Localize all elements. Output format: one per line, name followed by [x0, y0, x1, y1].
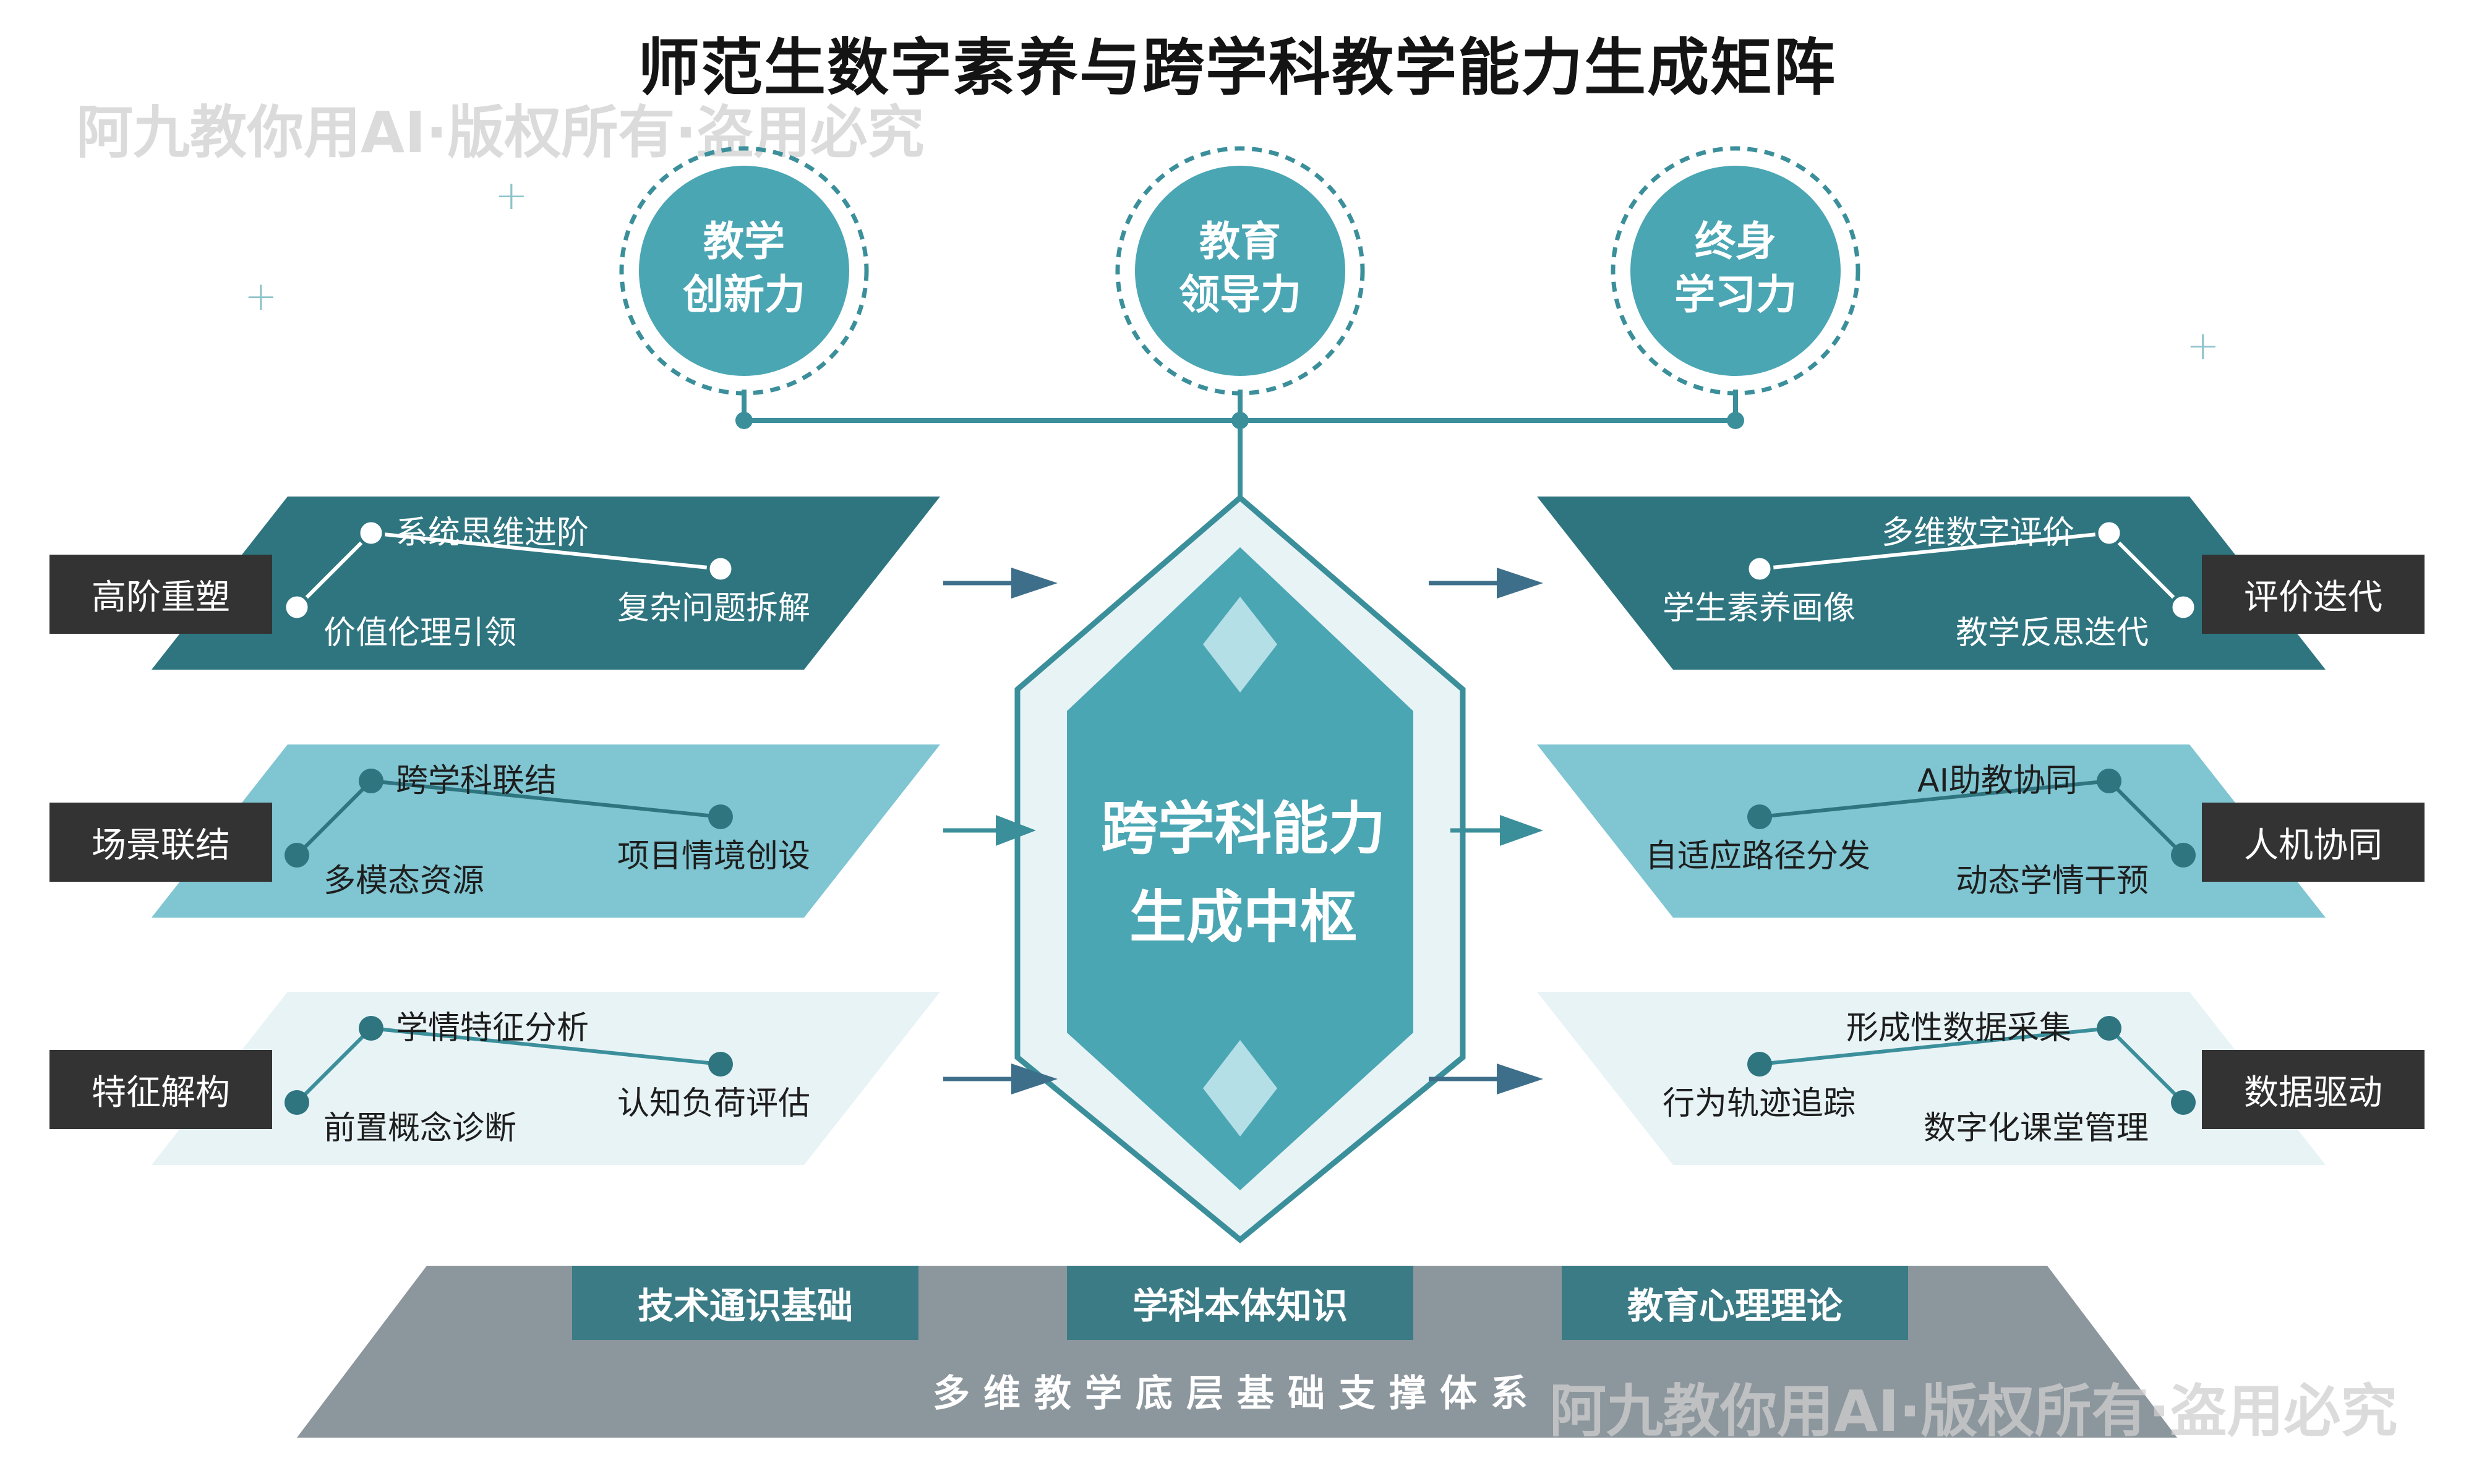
arrow-icon	[943, 1064, 1058, 1094]
right-row-3-network	[1747, 1016, 2196, 1115]
node-label: 动态学情干预	[1956, 863, 2149, 900]
right-row-2-network	[1747, 769, 2196, 868]
circle-educational-leadership	[1115, 146, 1365, 396]
center-hexagon-inner	[1067, 547, 1413, 1190]
arrow-icon	[1450, 815, 1543, 846]
foundation-box-tech: 技术通识基础	[572, 1266, 918, 1340]
node-label: 前置概念诊断	[323, 1110, 517, 1147]
diamond-icon	[1203, 1040, 1277, 1136]
arrow-icon	[943, 815, 1036, 846]
circle-line2: 学习力	[1674, 270, 1797, 318]
circle-line2: 创新力	[683, 270, 805, 318]
plus-decoration-icon: +	[495, 173, 528, 219]
arrow-icon	[943, 568, 1058, 599]
plus-decoration-icon: +	[244, 274, 278, 320]
node-label: 多模态资源	[323, 863, 485, 900]
circle-line2: 领导力	[1179, 270, 1301, 318]
circle-teaching-innovation	[619, 146, 869, 396]
node-label: 自适应路径分发	[1645, 838, 1871, 875]
node-label: 教学反思迭代	[1956, 615, 2149, 652]
circle-label-educational-leadership: 教育 领导力	[1129, 215, 1351, 322]
watermark-top: 阿九教你用AI·版权所有·盗用必究	[76, 100, 925, 166]
right-band-2	[1537, 744, 2326, 918]
node-label: 形成性数据采集	[1846, 1010, 2072, 1047]
diamond-icon	[1203, 597, 1277, 693]
node-label: 认知负荷评估	[617, 1085, 811, 1122]
plus-decoration-icon: +	[2186, 323, 2220, 369]
watermark-bottom: 阿九教你用AI·版权所有·盗用必究	[1549, 1378, 2398, 1444]
page-title: 师范生数字素养与跨学科教学能力生成矩阵	[638, 32, 1836, 104]
circle-line1: 终身	[1695, 218, 1776, 265]
center-line1: 跨学科能力	[1100, 796, 1385, 862]
circle-lifelong-learning	[1611, 146, 1860, 396]
left-row-2-network	[285, 769, 733, 868]
node-label: 学情特征分析	[396, 1010, 589, 1047]
node-label: 系统思维进阶	[396, 514, 589, 552]
node-label: 价值伦理引领	[323, 615, 517, 652]
circle-line1: 教育	[1199, 218, 1281, 265]
right-band-1	[1537, 497, 2326, 670]
arrow-icon	[1429, 1064, 1543, 1094]
left-row-3-network	[285, 1016, 733, 1115]
center-hub-label: 跨学科能力 生成中枢	[1051, 785, 1435, 962]
node-label: AI助教协同	[1917, 762, 2078, 800]
left-band-2	[152, 744, 940, 918]
node-label: 项目情境创设	[617, 838, 811, 875]
foundation-caption: 多维教学底层基础支撑体系	[933, 1372, 1541, 1415]
node-label: 多维数字评价	[1881, 514, 2075, 552]
right-row-1-network	[1745, 519, 2198, 621]
connector-dot	[1727, 412, 1744, 429]
node-label: 跨学科联结	[396, 762, 557, 800]
right-tag-1: 评价迭代	[2202, 555, 2425, 634]
center-line2: 生成中枢	[1129, 884, 1357, 950]
connector-dot	[1231, 412, 1249, 429]
foundation-box-psychology: 教育心理理论	[1562, 1266, 1908, 1340]
node-label: 学生素养画像	[1663, 590, 1856, 627]
node-label: 复杂问题拆解	[617, 590, 811, 627]
left-tag-1: 高阶重塑	[49, 555, 272, 634]
left-row-1-network	[283, 519, 735, 621]
circle-label-teaching-innovation: 教学 创新力	[633, 215, 855, 322]
node-label: 行为轨迹追踪	[1663, 1085, 1856, 1122]
right-tag-2: 人机协同	[2202, 803, 2425, 882]
connector-dot	[735, 412, 753, 429]
circle-line1: 教学	[703, 218, 785, 265]
foundation-box-subject: 学科本体知识	[1067, 1266, 1413, 1340]
node-label: 数字化课堂管理	[1924, 1110, 2149, 1147]
left-tag-2: 场景联结	[49, 803, 272, 882]
right-band-3	[1537, 992, 2326, 1165]
left-band-1	[152, 497, 940, 670]
right-tag-3: 数据驱动	[2202, 1050, 2425, 1129]
arrow-icon	[1429, 568, 1543, 599]
circle-label-lifelong-learning: 终身 学习力	[1624, 215, 1847, 322]
left-band-3	[152, 992, 940, 1165]
left-tag-3: 特征解构	[49, 1050, 272, 1129]
